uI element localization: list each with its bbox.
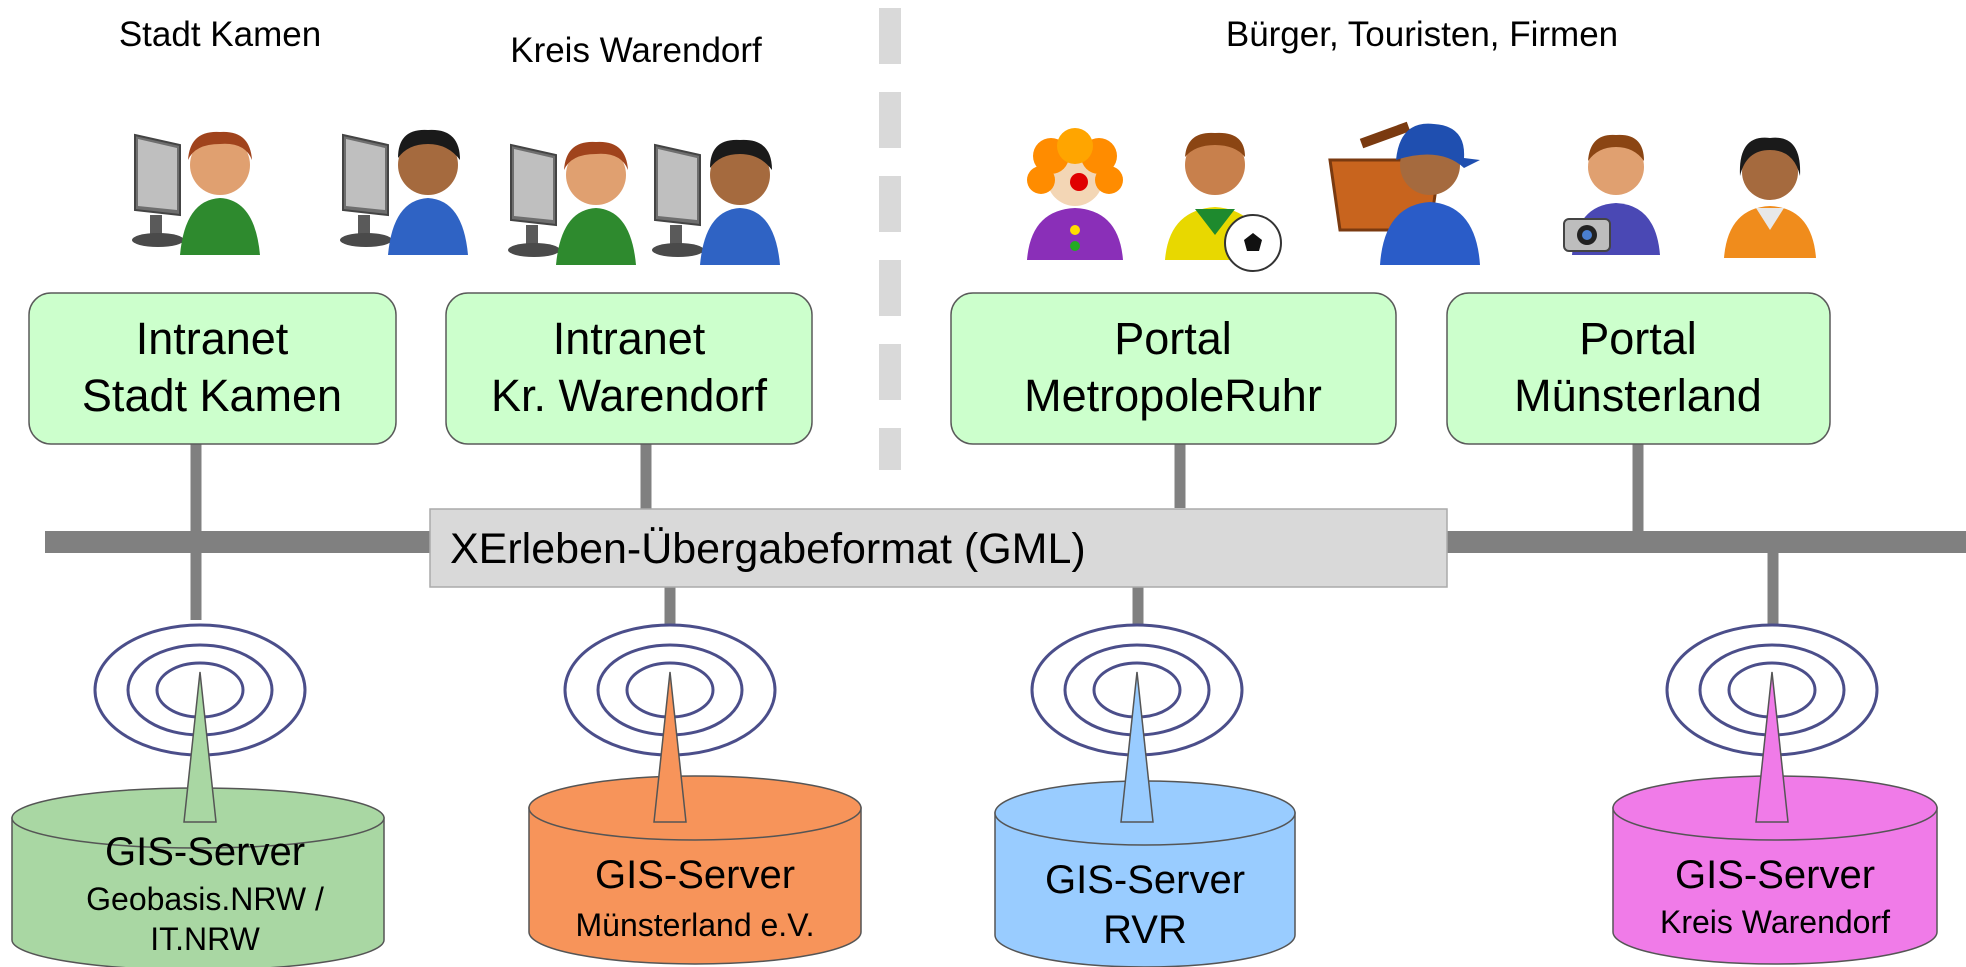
- antenna-mast-icon: [1120, 671, 1154, 823]
- group-label-public-users: Bürger, Touristen, Firmen: [1226, 15, 1618, 54]
- bus-label: XErleben-Übergabeformat (GML): [450, 525, 1086, 573]
- portal-title: Intranet: [136, 313, 289, 364]
- group-label-stadt-kamen: Stadt Kamen: [119, 15, 321, 54]
- computer-user-female-icon: [507, 141, 636, 265]
- server-title: GIS-Server: [105, 830, 305, 874]
- group-label-kreis-warendorf: Kreis Warendorf: [510, 31, 762, 70]
- portal-subtitle: Münsterland: [1514, 370, 1762, 421]
- person-icon: [1724, 137, 1816, 258]
- portal-subtitle: Stadt Kamen: [82, 370, 342, 421]
- gis-server-geobasis-nrw: GIS-Server Geobasis.NRW / IT.NRW: [11, 787, 385, 967]
- football-player-icon: [1165, 132, 1282, 272]
- portal-intranet-stadt-kamen: Intranet Stadt Kamen: [28, 292, 397, 445]
- gis-server-kreis-warendorf: GIS-Server Kreis Warendorf: [1612, 775, 1938, 965]
- server-title: GIS-Server: [595, 853, 795, 897]
- portal-metropoleruhr: Portal MetropoleRuhr: [950, 292, 1397, 445]
- computer-user-male-icon: [651, 139, 780, 265]
- server-name-cont: IT.NRW: [150, 921, 260, 957]
- craftsman-icon: [1328, 121, 1480, 265]
- portal-subtitle: Kr. Warendorf: [491, 370, 767, 421]
- antenna-mast-icon: [653, 671, 687, 823]
- server-name: Münsterland e.V.: [576, 907, 815, 943]
- gis-server-rvr: GIS-Server RVR: [994, 780, 1296, 967]
- portal-title: Portal: [1579, 313, 1697, 364]
- computer-user-female-icon: [131, 131, 260, 255]
- computer-user-male-icon: [339, 129, 468, 255]
- portal-title: Portal: [1114, 313, 1232, 364]
- server-name: RVR: [1103, 908, 1187, 952]
- bus-label-box: [429, 508, 1448, 588]
- antenna-mast-icon: [1755, 671, 1789, 823]
- portal-subtitle: MetropoleRuhr: [1024, 370, 1322, 421]
- server-title: GIS-Server: [1045, 858, 1245, 902]
- tourist-icon: [1563, 134, 1660, 255]
- server-name: Geobasis.NRW /: [86, 881, 324, 917]
- portal-title: Intranet: [553, 313, 706, 364]
- clown-icon: [1027, 128, 1123, 260]
- gis-server-muensterland: GIS-Server Münsterland e.V.: [528, 775, 862, 965]
- server-name: Kreis Warendorf: [1660, 904, 1890, 940]
- antenna-mast-icon: [183, 671, 217, 823]
- portal-muensterland: Portal Münsterland: [1446, 292, 1831, 445]
- server-title: GIS-Server: [1675, 853, 1875, 897]
- portal-intranet-kr-warendorf: Intranet Kr. Warendorf: [445, 292, 813, 445]
